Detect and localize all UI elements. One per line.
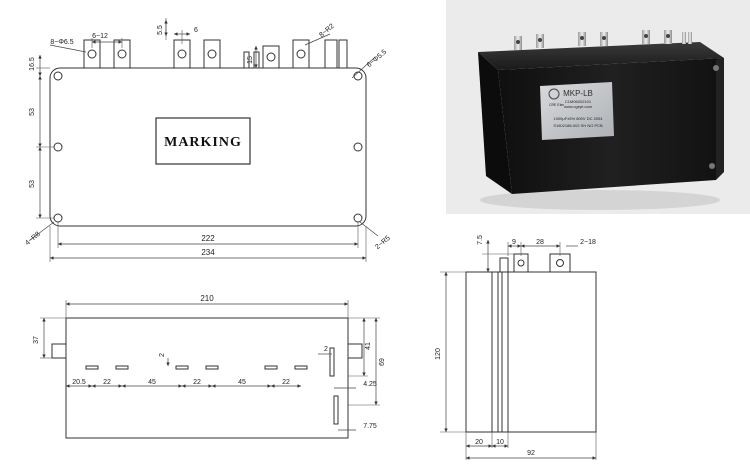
dim-53-a: 53 [29,108,36,116]
dim-10: 10 [496,439,504,446]
dim-2-center: 2 [159,353,166,357]
marking-box [155,117,251,165]
dim-222: 222 [201,234,215,243]
dim-45-a: 45 [148,379,156,386]
dim-20-5: 20.5 [72,379,86,386]
label-site: www.cgept.com [564,104,593,109]
photo-terminals [514,30,692,50]
dim-37: 37 [33,336,40,344]
dim-120: 120 [435,348,442,360]
dim-234: 234 [201,248,215,257]
dim-7-5: 7.5 [477,235,484,245]
top-terminals [83,39,348,69]
dim-69: 69 [379,358,386,366]
side-body-outline [465,271,597,433]
dim-2-18: 2−18 [580,239,596,246]
dim-9: 9 [512,239,516,246]
capacitor-front-face [478,52,512,194]
dim-22-b: 22 [193,379,201,386]
dim-92: 92 [527,450,535,457]
dim-hole-small: 8−Φ6.5 [50,39,73,46]
label-spec-2: S1602186-002 SH NO PCB [553,123,603,128]
dim-pitch-12: 6−12 [92,33,108,40]
dim-16-5: 16.5 [29,57,36,71]
label-logo-text: CRE Elec [549,103,564,107]
dim-2-right: 2 [324,346,328,353]
dim-6: 6 [194,27,198,34]
dim-45-b: 45 [238,379,246,386]
brand-logo-icon [548,88,560,100]
label-title: MKP-LB [563,89,593,98]
top-view: MARKING 6−12 8−Φ6.5 5.5 6 15 8−R2 6−Φ5.5… [24,18,392,262]
label-spec-1: 1000μF±5% 800V DC 2004 [554,116,604,121]
dim-22-c: 22 [282,379,290,386]
marking-label: MARKING [164,135,242,150]
dim-r8: 4−R8 [24,231,42,247]
front-view: 210 37 2 2 41 69 20.5 22 45 22 45 22 [33,294,386,439]
dim-41: 41 [365,342,372,350]
dim-20: 20 [475,439,483,446]
dim-7-75: 7.75 [363,423,377,430]
product-photo: CRE Elec MKP-LB C1M06002101 www.cgept.co… [446,0,750,214]
dim-hole-large: 6−Φ5.5 [366,49,388,69]
front-terminal-stubs [85,365,308,370]
dim-15: 15 [247,56,254,64]
dim-5-5: 5.5 [157,25,164,35]
dim-4-25: 4.25 [363,381,377,388]
dim-210: 210 [200,294,214,303]
capacitor-top-face [478,42,724,70]
label-code: C1M06002101 [565,99,592,104]
front-body-outline [65,317,349,439]
dim-r5: 2−R5 [374,235,392,251]
dim-r2: 8−R2 [318,23,336,39]
dim-22-a: 22 [103,379,111,386]
dim-28: 28 [536,239,544,246]
dim-53-b: 53 [29,180,36,188]
side-view: 7.5 9 28 2−18 120 20 10 92 [435,235,597,460]
